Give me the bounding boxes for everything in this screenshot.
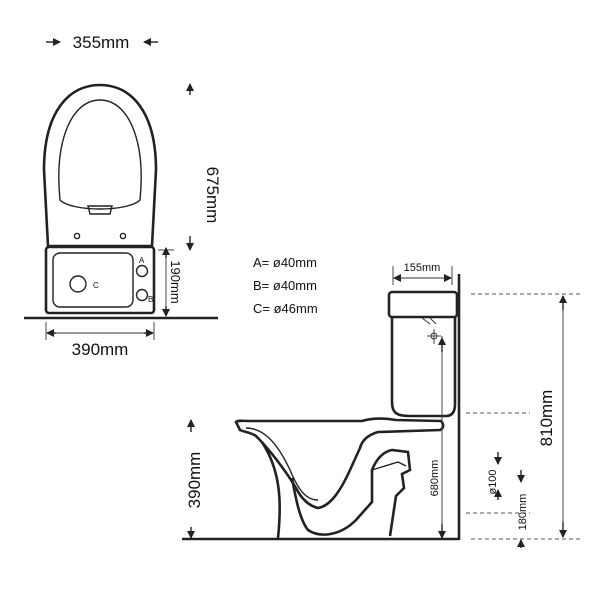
tank-top-outline — [44, 245, 156, 315]
legend-b: B= ø40mm — [253, 278, 317, 293]
hinge-bolt-right — [119, 232, 127, 240]
pedestal-back — [290, 448, 412, 537]
seat-lid — [58, 99, 142, 210]
total-height-label: 810mm — [537, 390, 556, 447]
dim-bowl-height: 390mm — [185, 419, 204, 539]
top-view: 355mm 675mm C A B — [24, 33, 222, 359]
trap-outlet — [371, 461, 407, 471]
dim-base-width: 390mm — [45, 322, 155, 359]
dim-inlet-height: 680mm — [429, 336, 446, 539]
dim-outlet-diameter: ø100 — [487, 452, 502, 500]
hole-c-circle — [69, 275, 87, 293]
dim-outlet-height: 180mm — [517, 470, 529, 548]
outlet-diameter-label: ø100 — [487, 469, 499, 494]
legend-a: A= ø40mm — [253, 255, 317, 270]
bowl-outline — [234, 417, 445, 510]
bowl-inner-curve — [245, 427, 319, 501]
hole-b-marker: B — [148, 295, 153, 304]
seat-outline — [42, 83, 158, 248]
bowl-height-label: 390mm — [185, 452, 204, 509]
legend: A= ø40mm B= ø40mm C= ø46mm — [253, 255, 318, 316]
side-view: 155mm 390mm — [182, 262, 580, 548]
pedestal-front — [260, 441, 282, 539]
hinge-bolt-left — [73, 232, 81, 240]
tank-lid-panel — [52, 252, 134, 308]
dim-tank-depth-top: 190mm — [158, 247, 183, 317]
base-width-label: 390mm — [72, 340, 129, 359]
top-tank-depth-label: 190mm — [168, 260, 183, 303]
legend-c: C= ø46mm — [253, 301, 318, 316]
side-tank-depth-label: 155mm — [404, 262, 441, 274]
outlet-height-label: 180mm — [517, 494, 529, 531]
top-length-label: 675mm — [203, 167, 222, 224]
inlet-height-label: 680mm — [429, 460, 441, 497]
inlet-circle — [430, 332, 438, 340]
hole-a-marker: A — [139, 256, 145, 265]
hole-b-circle — [135, 288, 149, 302]
tank-body — [390, 317, 457, 418]
dim-tank-depth-side: 155mm — [392, 262, 453, 285]
hole-a-circle — [135, 264, 149, 278]
tank-lid — [387, 290, 459, 319]
dim-top-length: 675mm — [186, 83, 222, 251]
hole-c-marker: C — [93, 281, 99, 290]
top-width-label: 355mm — [73, 33, 130, 52]
dim-top-width: 355mm — [46, 33, 158, 52]
hinge-tab — [87, 205, 113, 215]
dim-total-height: 810mm — [537, 295, 567, 538]
